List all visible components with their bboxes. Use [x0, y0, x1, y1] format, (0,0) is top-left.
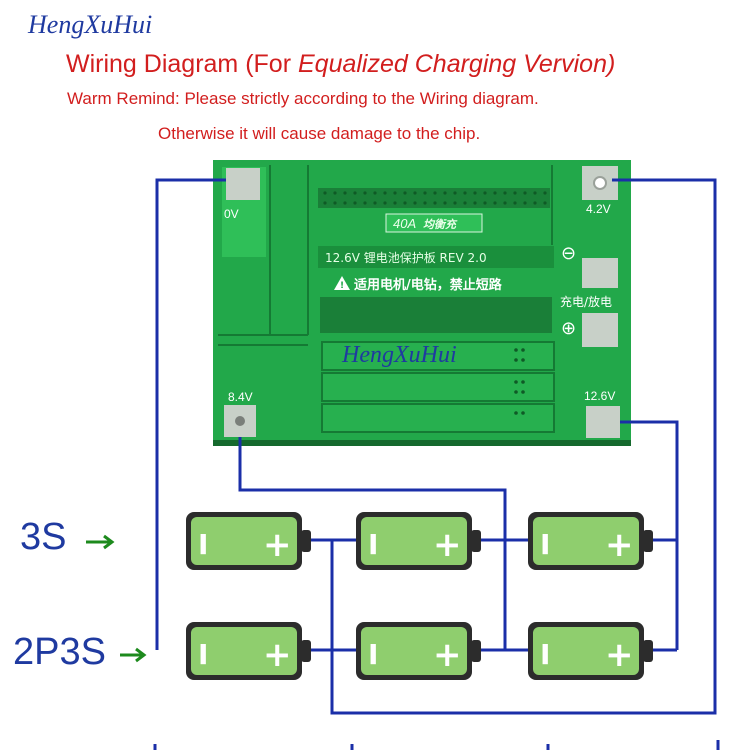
via-dots	[323, 191, 547, 205]
warning-icon	[334, 276, 350, 290]
title-prefix: Wiring Diagram (For	[66, 50, 298, 78]
board-warning: 适用电机/电钻，禁止短路	[354, 277, 503, 293]
pad-0v	[226, 168, 260, 200]
protection-board: 40A 均衡充 12.6V 锂电池保护板 REV 2.0 ! 适用电机/电钻，禁…	[213, 160, 631, 446]
chip-tag: 40A	[393, 216, 416, 231]
label-0v: 0V	[224, 207, 239, 221]
label-4-2v: 4.2V	[586, 202, 611, 216]
arrow-icons	[86, 534, 147, 663]
warning-icon-mark: !	[340, 281, 344, 291]
pad-12-6v	[586, 406, 620, 438]
chip-tag-box	[385, 213, 483, 233]
title-emphasis: Equalized Charging Vervion)	[297, 50, 616, 78]
battery-plus-label: +	[433, 525, 462, 565]
model-box	[318, 246, 554, 268]
battery-cell: I +	[356, 512, 481, 570]
battery-minus-label: I	[368, 638, 378, 671]
wire-12-6v	[620, 420, 679, 650]
cell-trace	[321, 372, 555, 402]
battery-minus-label: I	[540, 638, 550, 671]
wires	[155, 178, 717, 715]
watermark-text: HengXuHui	[342, 342, 457, 368]
battery-minus-label: I	[198, 638, 208, 671]
battery-cell: I +	[186, 512, 311, 570]
page-title: Wiring Diagram (For Equalized Charging V…	[66, 50, 615, 79]
cropped-marks	[153, 740, 720, 750]
pad-hole	[235, 416, 245, 426]
battery-minus-label: I	[540, 528, 550, 561]
battery-plus-label: +	[263, 635, 292, 675]
config-label-3s: 3S	[20, 516, 67, 558]
battery-minus-label: I	[198, 528, 208, 561]
trace-vias	[514, 348, 525, 415]
pad-plus	[582, 313, 618, 347]
board-model: 12.6V 锂电池保护板 REV 2.0	[325, 250, 487, 265]
pcb-edge	[213, 440, 631, 446]
minus-symbol: ⊖	[561, 243, 576, 264]
arrow-icon-head	[103, 534, 115, 550]
via-block	[320, 297, 552, 333]
arrow-icon-head	[135, 647, 147, 663]
label-8-4v: 8.4V	[228, 390, 253, 404]
battery-cell: I +	[186, 622, 311, 680]
battery-cell: I +	[356, 622, 481, 680]
charge-discharge-label: 充电/放电	[560, 294, 612, 309]
warning-line-1: Warm Remind: Please strictly according t…	[67, 89, 539, 108]
plus-symbol: ⊕	[561, 318, 576, 339]
wire-8-4v	[238, 437, 507, 540]
warning-line-2: Otherwise it will cause damage to the ch…	[158, 124, 481, 143]
label-12-6v: 12.6V	[584, 389, 615, 403]
battery-plus-label: +	[263, 525, 292, 565]
cell-trace	[321, 403, 555, 433]
battery-plus-label: +	[433, 635, 462, 675]
chip-tag-cn: 均衡充	[423, 218, 458, 231]
battery-cell: I +	[528, 622, 653, 680]
config-label-2p3s: 2P3S	[13, 631, 106, 673]
wire-0v-row1	[155, 178, 226, 540]
pad-minus	[582, 258, 618, 288]
battery-minus-label: I	[368, 528, 378, 561]
battery-plus-label: +	[605, 525, 634, 565]
brand-logo-text: HengXuHui	[28, 10, 153, 39]
battery-row-2p3s: I + I + I +	[186, 622, 653, 680]
via-strip	[318, 188, 550, 208]
battery-plus-label: +	[605, 635, 634, 675]
battery-row-3s: I + I + I +	[186, 512, 653, 570]
cell-trace	[321, 341, 555, 371]
pad-hole	[593, 176, 607, 190]
wire-4-2v	[330, 178, 717, 715]
battery-cell: I +	[528, 512, 653, 570]
